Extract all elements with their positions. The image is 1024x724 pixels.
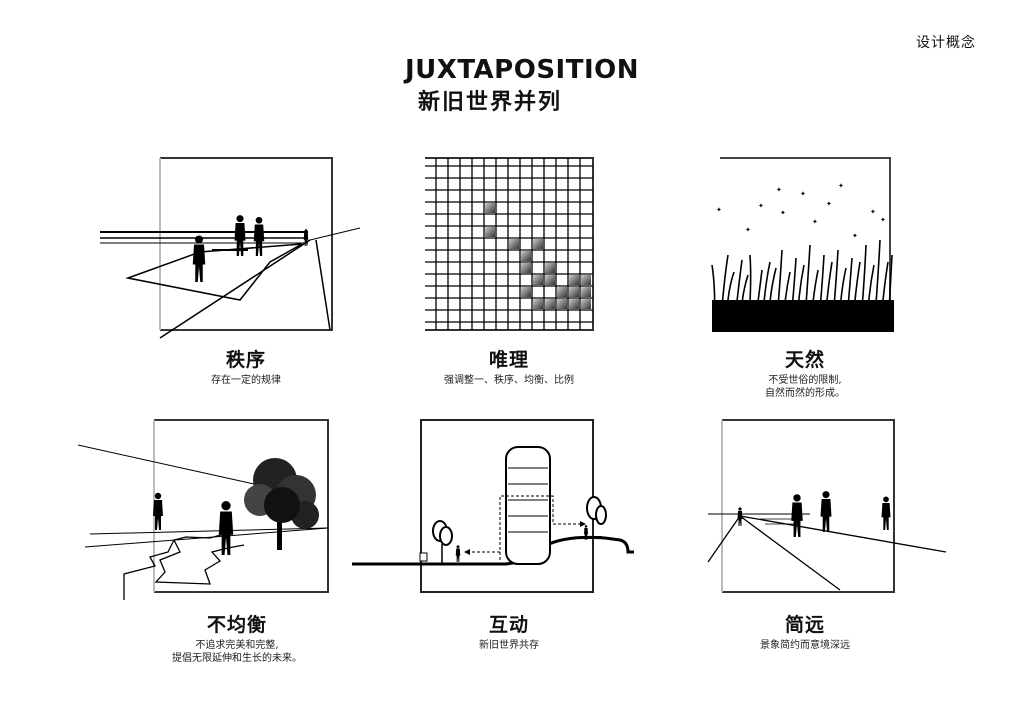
caption-rationality: 唯理 强调整一、秩序、均衡、比例 bbox=[389, 345, 629, 387]
caption-title: 唯理 bbox=[488, 349, 529, 371]
panel-imbalance-illustration bbox=[77, 419, 329, 600]
svg-text:✦: ✦ bbox=[716, 206, 722, 214]
caption-interaction: 互动 新旧世界共存 bbox=[389, 610, 629, 652]
caption-nature: 天然 不受世俗的限制, 自然而然的形成。 bbox=[685, 345, 925, 400]
caption-simplicity: 简远 景象简约而意境深远 bbox=[685, 610, 925, 652]
svg-text:✦: ✦ bbox=[852, 232, 858, 240]
caption-line-1: 景象简约而意境深远 bbox=[760, 640, 850, 651]
svg-text:✦: ✦ bbox=[745, 226, 751, 234]
svg-text:✦: ✦ bbox=[826, 200, 832, 208]
caption-line-1: 不追求完美和完整, bbox=[195, 640, 279, 651]
caption-title: 简远 bbox=[784, 614, 825, 636]
svg-text:✦: ✦ bbox=[780, 209, 786, 217]
caption-title: 互动 bbox=[488, 614, 529, 636]
corner-label: 设计概念 bbox=[916, 35, 976, 51]
caption-line-2: 提倡无限延伸和生长的未来。 bbox=[172, 653, 302, 664]
panel-interaction-illustration bbox=[352, 419, 634, 593]
svg-text:✦: ✦ bbox=[880, 216, 886, 224]
svg-text:✦: ✦ bbox=[812, 218, 818, 226]
title-english: JUXTAPOSITION bbox=[405, 55, 639, 85]
caption-line-1: 强调整一、秩序、均衡、比例 bbox=[444, 375, 574, 386]
panel-order-illustration bbox=[100, 157, 361, 339]
svg-text:✦: ✦ bbox=[758, 202, 764, 210]
caption-title: 秩序 bbox=[225, 349, 266, 371]
caption-title: 天然 bbox=[784, 349, 825, 371]
title-chinese: 新旧世界并列 bbox=[418, 90, 563, 115]
caption-line-1: 存在一定的规律 bbox=[211, 375, 281, 386]
svg-text:✦: ✦ bbox=[800, 190, 806, 198]
caption-imbalance: 不均衡 不追求完美和完整, 提倡无限延伸和生长的未来。 bbox=[117, 610, 357, 665]
caption-title: 不均衡 bbox=[206, 614, 267, 636]
panel-rationality-illustration bbox=[425, 157, 594, 331]
caption-line-1: 新旧世界共存 bbox=[479, 640, 539, 651]
svg-text:✦: ✦ bbox=[838, 182, 844, 190]
caption-order: 秩序 存在一定的规律 bbox=[126, 345, 366, 387]
svg-text:✦: ✦ bbox=[776, 186, 782, 194]
caption-line-2: 自然而然的形成。 bbox=[765, 388, 845, 399]
panel-simplicity-illustration bbox=[707, 419, 947, 593]
panel-nature-illustration: ✦ ✦ ✦ ✦ ✦ ✦ ✦ ✦ ✦ ✦ ✦ ✦ bbox=[711, 157, 894, 332]
caption-line-1: 不受世俗的限制, bbox=[768, 375, 842, 386]
svg-text:✦: ✦ bbox=[870, 208, 876, 216]
